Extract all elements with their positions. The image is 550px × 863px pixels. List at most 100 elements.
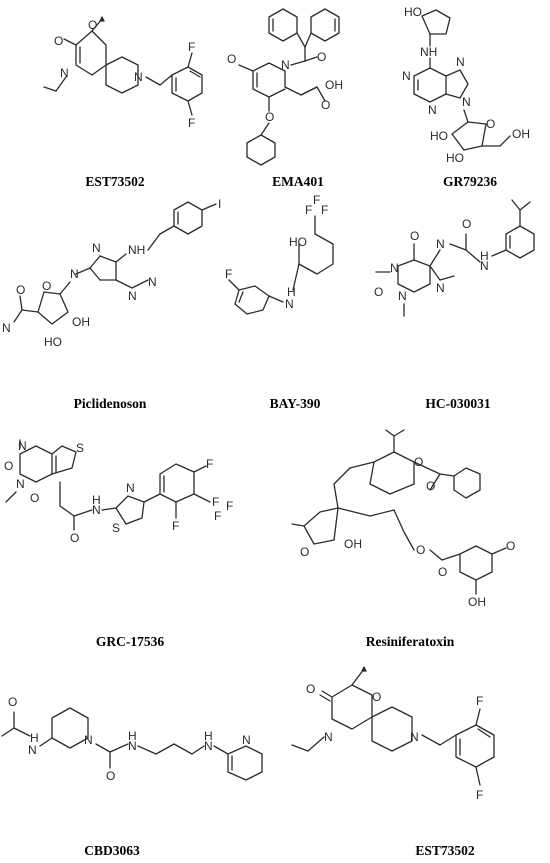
svg-text:O: O — [414, 455, 423, 469]
structure-piclidenoson: I NH N N N N O O N HO OH — [0, 197, 240, 370]
chemical-structure: O O O OH O O O OH — [291, 429, 515, 609]
svg-text:HO: HO — [404, 5, 422, 19]
svg-text:N: N — [18, 439, 27, 453]
svg-text:N: N — [285, 297, 294, 311]
svg-text:F: F — [188, 116, 195, 130]
compound-name: CBD3063 — [84, 843, 140, 858]
svg-text:O: O — [416, 543, 425, 557]
svg-text:N: N — [428, 103, 437, 117]
svg-text:O: O — [8, 695, 17, 709]
svg-text:O: O — [410, 229, 419, 243]
compound-name: EST73502 — [415, 843, 475, 858]
chemical-structure: O H N N O H N H N N — [1, 695, 263, 783]
svg-text:N: N — [2, 321, 11, 335]
svg-text:O: O — [300, 545, 309, 559]
svg-text:O: O — [372, 690, 381, 704]
chemical-structure: N H O N O N N O N — [374, 199, 535, 317]
svg-text:F: F — [172, 519, 179, 533]
svg-text:I: I — [218, 197, 221, 211]
svg-text:N: N — [398, 289, 407, 303]
chemical-structure: O O N N F F — [43, 16, 203, 130]
svg-text:NH: NH — [128, 243, 145, 257]
svg-text:HO: HO — [289, 235, 307, 249]
svg-text:HO: HO — [430, 129, 448, 143]
chemical-structure: HO NH N N N N O HO HO OH — [402, 5, 530, 165]
svg-text:F: F — [321, 203, 328, 217]
svg-text:N: N — [16, 477, 25, 491]
svg-text:O: O — [321, 98, 330, 112]
svg-text:H: H — [92, 493, 101, 507]
svg-text:OH: OH — [512, 127, 530, 141]
svg-text:O: O — [54, 34, 63, 48]
svg-text:N: N — [60, 66, 69, 80]
svg-text:N: N — [324, 730, 333, 744]
svg-text:NH: NH — [420, 45, 437, 59]
svg-text:O: O — [317, 50, 326, 64]
svg-text:O: O — [374, 285, 383, 299]
svg-text:S: S — [112, 521, 120, 535]
svg-text:OH: OH — [325, 78, 343, 92]
compound-name: BAY-390 — [269, 396, 321, 411]
structure-bay390: F F F HO H N F — [225, 193, 365, 370]
svg-text:F: F — [305, 203, 312, 217]
svg-text:N: N — [134, 70, 143, 84]
svg-text:O: O — [306, 682, 315, 696]
svg-text:F: F — [214, 509, 221, 523]
compound-name: GR79236 — [443, 174, 497, 189]
svg-text:N: N — [462, 95, 471, 109]
svg-text:N: N — [92, 503, 101, 517]
structure-resiniferatoxin: O O O OH O O O OH — [290, 420, 550, 620]
svg-text:F: F — [188, 40, 195, 54]
structure-cbd3063: O H N N O H N H N N — [0, 680, 280, 820]
svg-text:O: O — [88, 18, 97, 32]
svg-text:O: O — [462, 217, 471, 231]
svg-text:OH: OH — [344, 537, 362, 551]
svg-text:N: N — [456, 55, 465, 69]
svg-text:H: H — [480, 249, 489, 263]
structure-est73502-top: O O N N F F — [20, 5, 220, 155]
structure-gr79236: HO NH N N N N O HO HO OH — [390, 0, 550, 165]
svg-text:N: N — [128, 739, 137, 753]
svg-text:O: O — [227, 52, 236, 66]
svg-text:N: N — [204, 739, 213, 753]
chemical-structure: O O N N F F — [291, 666, 495, 802]
svg-text:H: H — [204, 729, 213, 743]
svg-text:O: O — [438, 565, 447, 579]
svg-text:O: O — [265, 110, 274, 124]
compound-name: Resiniferatoxin — [365, 634, 455, 649]
svg-text:N: N — [242, 733, 251, 747]
svg-text:N: N — [436, 237, 445, 251]
svg-text:O: O — [30, 491, 39, 505]
svg-text:H: H — [30, 731, 39, 745]
structure-grc17536: N O N O S O N H N S F F F F F — [0, 439, 260, 620]
svg-text:HO: HO — [446, 151, 464, 165]
svg-text:N: N — [402, 69, 411, 83]
svg-text:O: O — [426, 479, 435, 493]
svg-text:F: F — [212, 495, 219, 509]
svg-text:N: N — [84, 733, 93, 747]
svg-text:N: N — [480, 259, 489, 273]
structure-ema401: O N O O OH O — [225, 5, 375, 166]
chemical-structure: N O N O S O N H N S F F F F F — [4, 439, 233, 545]
svg-text:O: O — [506, 539, 515, 553]
chemical-structure: F F F HO H N F — [225, 193, 334, 315]
svg-text:F: F — [476, 694, 483, 708]
compound-name: Piclidenoson — [73, 396, 147, 411]
chemical-structure: O N O O OH O — [227, 8, 343, 166]
svg-text:OH: OH — [468, 595, 486, 609]
svg-text:F: F — [225, 267, 232, 281]
svg-text:N: N — [92, 241, 101, 255]
svg-text:N: N — [148, 275, 157, 289]
svg-text:O: O — [16, 283, 25, 297]
svg-text:N: N — [28, 743, 37, 757]
svg-text:N: N — [436, 281, 445, 295]
svg-text:N: N — [410, 730, 419, 744]
svg-text:N: N — [390, 261, 399, 275]
svg-text:O: O — [106, 769, 115, 783]
svg-text:H: H — [287, 285, 296, 299]
svg-text:H: H — [128, 729, 137, 743]
structure-est73502-bottom: O O N N F F — [280, 655, 540, 835]
svg-text:F: F — [206, 457, 213, 471]
compound-name: EMA401 — [272, 174, 324, 189]
structure-hc030031: N H O N O N N O N — [370, 199, 550, 370]
